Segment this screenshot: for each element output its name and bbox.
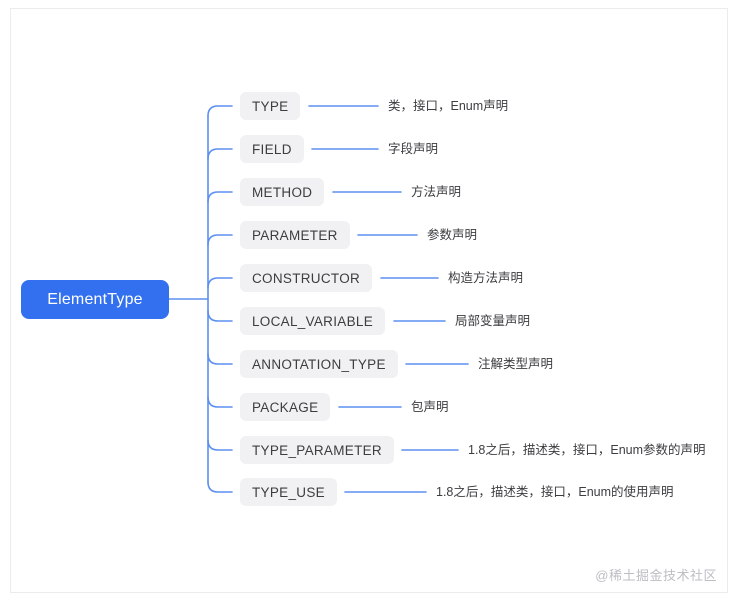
- root-node-elementtype[interactable]: ElementType: [21, 280, 169, 319]
- branch-description-local-variable: 局部变量声明: [455, 313, 531, 328]
- branch-description-type-parameter: 1.8之后，描述类，接口，Enum参数的声明: [468, 442, 706, 457]
- branch-description-type-use: 1.8之后，描述类，接口，Enum的使用声明: [436, 484, 674, 499]
- branch-node-label: PACKAGE: [252, 399, 319, 415]
- branch-node-method[interactable]: METHOD: [240, 178, 325, 206]
- branch-description-parameter: 参数声明: [427, 227, 478, 242]
- branch-node-local-variable[interactable]: LOCAL_VARIABLE: [240, 307, 386, 335]
- branch-node-annotation-type[interactable]: ANNOTATION_TYPE: [240, 350, 398, 378]
- branch-node-field[interactable]: FIELD: [240, 135, 304, 163]
- branch-description-package: 包声明: [411, 399, 449, 414]
- branch-description-field: 字段声明: [388, 141, 439, 156]
- branch-node-label: CONSTRUCTOR: [252, 270, 361, 286]
- branch-node-label: TYPE_USE: [252, 484, 325, 500]
- branch-node-label: PARAMETER: [252, 227, 338, 243]
- branch-node-label: FIELD: [252, 141, 292, 157]
- branch-node-type[interactable]: TYPE: [240, 92, 301, 120]
- branch-description-method: 方法声明: [411, 184, 462, 199]
- branch-node-label: METHOD: [252, 184, 313, 200]
- branch-node-label: ANNOTATION_TYPE: [252, 356, 386, 372]
- branch-description-type: 类，接口，Enum声明: [388, 98, 509, 113]
- branch-node-constructor[interactable]: CONSTRUCTOR: [240, 264, 373, 292]
- branch-node-parameter[interactable]: PARAMETER: [240, 221, 350, 249]
- watermark: @稀土掘金技术社区: [595, 568, 717, 583]
- branch-node-type-parameter[interactable]: TYPE_PARAMETER: [240, 436, 394, 464]
- branch-node-package[interactable]: PACKAGE: [240, 393, 331, 421]
- branch-description-constructor: 构造方法声明: [448, 270, 524, 285]
- branch-node-type-use[interactable]: TYPE_USE: [240, 478, 337, 506]
- branch-node-label: LOCAL_VARIABLE: [252, 313, 374, 329]
- branch-description-annotation-type: 注解类型声明: [478, 356, 554, 371]
- branch-node-label: TYPE: [252, 98, 289, 114]
- branch-node-label: TYPE_PARAMETER: [252, 442, 382, 458]
- root-node-label: ElementType: [47, 290, 143, 308]
